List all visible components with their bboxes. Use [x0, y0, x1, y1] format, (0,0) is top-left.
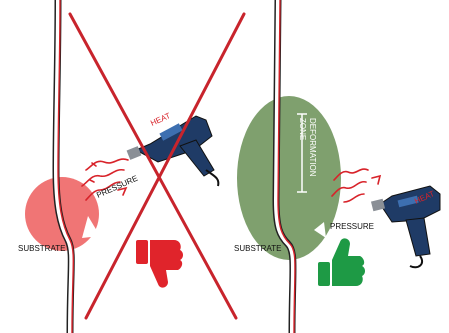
right-heat-waves-icon	[331, 168, 382, 203]
right-deformation-zone	[237, 96, 341, 260]
right-substrate-wire	[272, 0, 297, 333]
left-heat-gun-icon	[126, 115, 220, 187]
right-heat-gun-icon	[370, 185, 441, 269]
right-zone-label-line1: DEFORMATION	[308, 118, 317, 177]
left-heat-waves-icon	[81, 158, 129, 201]
left-pressure-label: PRESSURE	[95, 174, 139, 200]
left-panel: HEAT PRESSURE SUBSTRATE	[18, 0, 246, 333]
right-zone-label-line2: ZONE	[298, 118, 307, 140]
left-pressure-arrow-icon	[82, 216, 100, 238]
left-heat-label: HEAT	[149, 111, 172, 128]
right-substrate-label: SUBSTRATE	[234, 244, 281, 253]
right-zone-bracket	[297, 113, 307, 193]
right-panel: DEFORMATION ZONE HEAT PRESSURE SUBS	[234, 0, 441, 333]
left-substrate-label: SUBSTRATE	[18, 244, 65, 253]
left-cross-out-icon	[68, 12, 246, 320]
right-pressure-label: PRESSURE	[330, 222, 374, 231]
left-thumbs-down-icon	[136, 240, 183, 288]
right-pressure-arrow-icon	[314, 222, 326, 238]
right-thumbs-up-icon	[318, 238, 365, 286]
left-substrate-wire	[52, 0, 75, 333]
